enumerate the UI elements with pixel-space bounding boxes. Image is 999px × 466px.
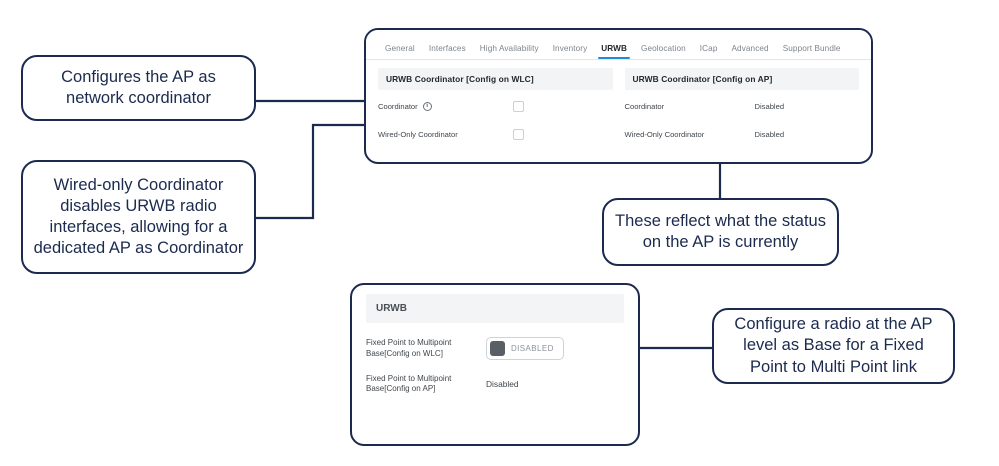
callout-wired-only-coordinator: Wired-only Coordinator disables URWB rad… [21,160,256,274]
callout-configure-radio: Configure a radio at the AP level as Bas… [712,308,955,384]
ap-panel-header: URWB Coordinator [Config on AP] [624,68,859,90]
wlc-wired-only-label-text: Wired-Only Coordinator [378,130,458,139]
wlc-row-wired-only-coordinator: Wired-Only Coordinator [378,123,613,146]
wlc-wired-only-label: Wired-Only Coordinator [378,130,513,139]
wlc-config-panel: URWB Coordinator [Config on WLC] Coordin… [378,68,613,146]
ap-row-wired-only-coordinator: Wired-Only Coordinator Disabled [625,123,860,146]
ap-coordinator-label: Coordinator [624,102,665,111]
fpmp-base-toggle[interactable]: DISABLED [486,337,564,360]
tab-interfaces[interactable]: Interfaces [428,44,466,53]
tab-inventory[interactable]: Inventory [552,44,588,53]
tab-general[interactable]: General [385,44,415,53]
ap-status-panel: URWB Coordinator [Config on AP] Coordina… [624,68,860,146]
fpmp-base-wlc-label: Fixed Point to Multipoint Base[Config on… [366,338,452,358]
callout-status-reflect-text: These reflect what the status on the AP … [615,211,826,251]
ap-row-coordinator: Coordinator Disabled [625,95,860,118]
ap-wired-only-label: Wired-Only Coordinator [624,130,705,139]
wired-only-coordinator-checkbox[interactable] [513,129,524,140]
info-icon[interactable]: i [422,102,432,111]
fpmp-base-toggle-label: DISABLED [511,344,554,353]
urwb-fixed-point-card: URWB Fixed Point to Multipoint Base[Conf… [350,283,640,446]
wlc-coordinator-label-text: Coordinator [378,102,418,111]
row-fpmp-base-wlc: Fixed Point to Multipoint Base[Config on… [366,337,624,360]
tab-urwb[interactable]: URWB [594,44,634,59]
wlc-panel-header: URWB Coordinator [Config on WLC] [378,68,613,90]
urwb-coordinator-card: General Interfaces High Availability Inv… [364,28,873,164]
callout-status-reflect: These reflect what the status on the AP … [602,198,839,266]
tab-advanced[interactable]: Advanced [731,44,769,53]
ap-wired-only-value: Disabled [754,130,785,139]
callout-wired-only-text: Wired-only Coordinator disables URWB rad… [33,175,244,258]
ap-coordinator-value: Disabled [754,102,785,111]
tab-geolocation[interactable]: Geolocation [640,44,686,53]
wlc-coordinator-label: Coordinator i [378,102,513,111]
tab-icap[interactable]: ICap [699,44,718,53]
fpmp-base-ap-value: Disabled [486,379,519,390]
tab-bar: General Interfaces High Availability Inv… [366,30,871,60]
tab-high-availability[interactable]: High Availability [479,44,539,53]
callout-configures-ap-text: Configures the AP as network coordinator [61,67,216,107]
callout-configures-ap: Configures the AP as network coordinator [21,55,256,121]
wlc-row-coordinator: Coordinator i [378,95,613,118]
callout-configure-radio-text: Configure a radio at the AP level as Bas… [734,315,933,376]
row-fpmp-base-ap: Fixed Point to Multipoint Base[Config on… [366,374,624,394]
coordinator-checkbox[interactable] [513,101,524,112]
bottom-panel-header: URWB [366,294,624,323]
tab-support-bundle[interactable]: Support Bundle [782,44,841,53]
toggle-knob-icon [490,341,505,356]
fpmp-base-ap-label: Fixed Point to Multipoint Base[Config on… [366,374,452,394]
